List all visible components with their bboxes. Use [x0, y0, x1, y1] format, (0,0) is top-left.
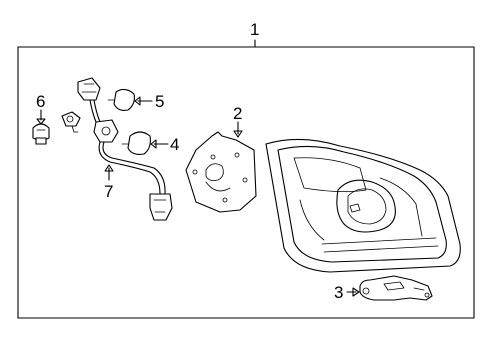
tail-lamp-housing [265, 138, 461, 273]
wiring-harness-7 [77, 77, 173, 221]
bulb-5 [107, 88, 135, 111]
callout-7: 7 [104, 164, 114, 201]
callout-4: 4 [150, 135, 179, 154]
svg-text:1: 1 [250, 20, 259, 39]
svg-text:5: 5 [155, 92, 164, 111]
bulb-socket-small [61, 111, 81, 133]
svg-text:6: 6 [36, 92, 45, 111]
lamp-gasket-2 [185, 131, 257, 213]
svg-text:7: 7 [104, 182, 113, 201]
callout-6: 6 [36, 92, 46, 125]
svg-text:4: 4 [170, 135, 179, 154]
assembly-frame [17, 46, 475, 319]
svg-text:2: 2 [233, 104, 242, 123]
bulb-4 [121, 131, 151, 155]
callout-2: 2 [233, 104, 243, 138]
mounting-bracket-3 [359, 275, 433, 301]
callout-3: 3 [334, 283, 360, 302]
wedge-bulb-6 [32, 123, 50, 145]
callout-5: 5 [134, 92, 164, 111]
svg-text:3: 3 [334, 283, 343, 302]
callout-1: 1 [250, 20, 259, 48]
